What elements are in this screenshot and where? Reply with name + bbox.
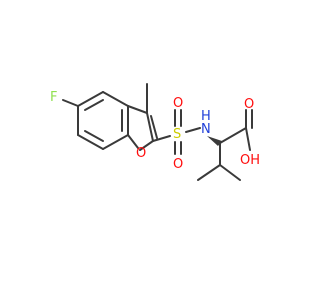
bond (77, 134, 104, 150)
nitrogen-label: N (201, 122, 211, 137)
bond (127, 134, 139, 149)
bond (77, 91, 104, 107)
wedge-bond (207, 136, 222, 146)
bonds (62, 83, 253, 181)
bond (84, 99, 104, 111)
hydroxyl-label: OH (240, 153, 260, 168)
bond (146, 112, 154, 142)
bond (150, 115, 158, 139)
bond (102, 134, 129, 150)
fluorine-label: F (50, 90, 57, 105)
bond (219, 164, 241, 181)
nitrogen-hydrogen-label: H (201, 109, 211, 124)
carbonyl-oxygen-label: O (244, 97, 254, 112)
sulfonyl-bonds (174, 109, 182, 155)
bond (152, 135, 171, 142)
bond (139, 140, 154, 151)
bond (245, 127, 251, 151)
bond (102, 91, 129, 107)
bond (219, 127, 247, 144)
molecule-canvas: F O S O O N H O OH (50, 83, 260, 181)
sulfonyl-oxygen-top-label: O (173, 96, 183, 111)
bond (127, 105, 148, 114)
bond (84, 130, 104, 142)
sulfur-label: S (173, 127, 181, 142)
sulfonyl-oxygen-bottom-label: O (173, 157, 183, 172)
molecule-structure: F O S O O N H O OH (50, 83, 260, 181)
bond (62, 99, 79, 107)
ring-oxygen-label: O (136, 146, 146, 161)
bond (185, 127, 201, 133)
bond (197, 164, 221, 181)
